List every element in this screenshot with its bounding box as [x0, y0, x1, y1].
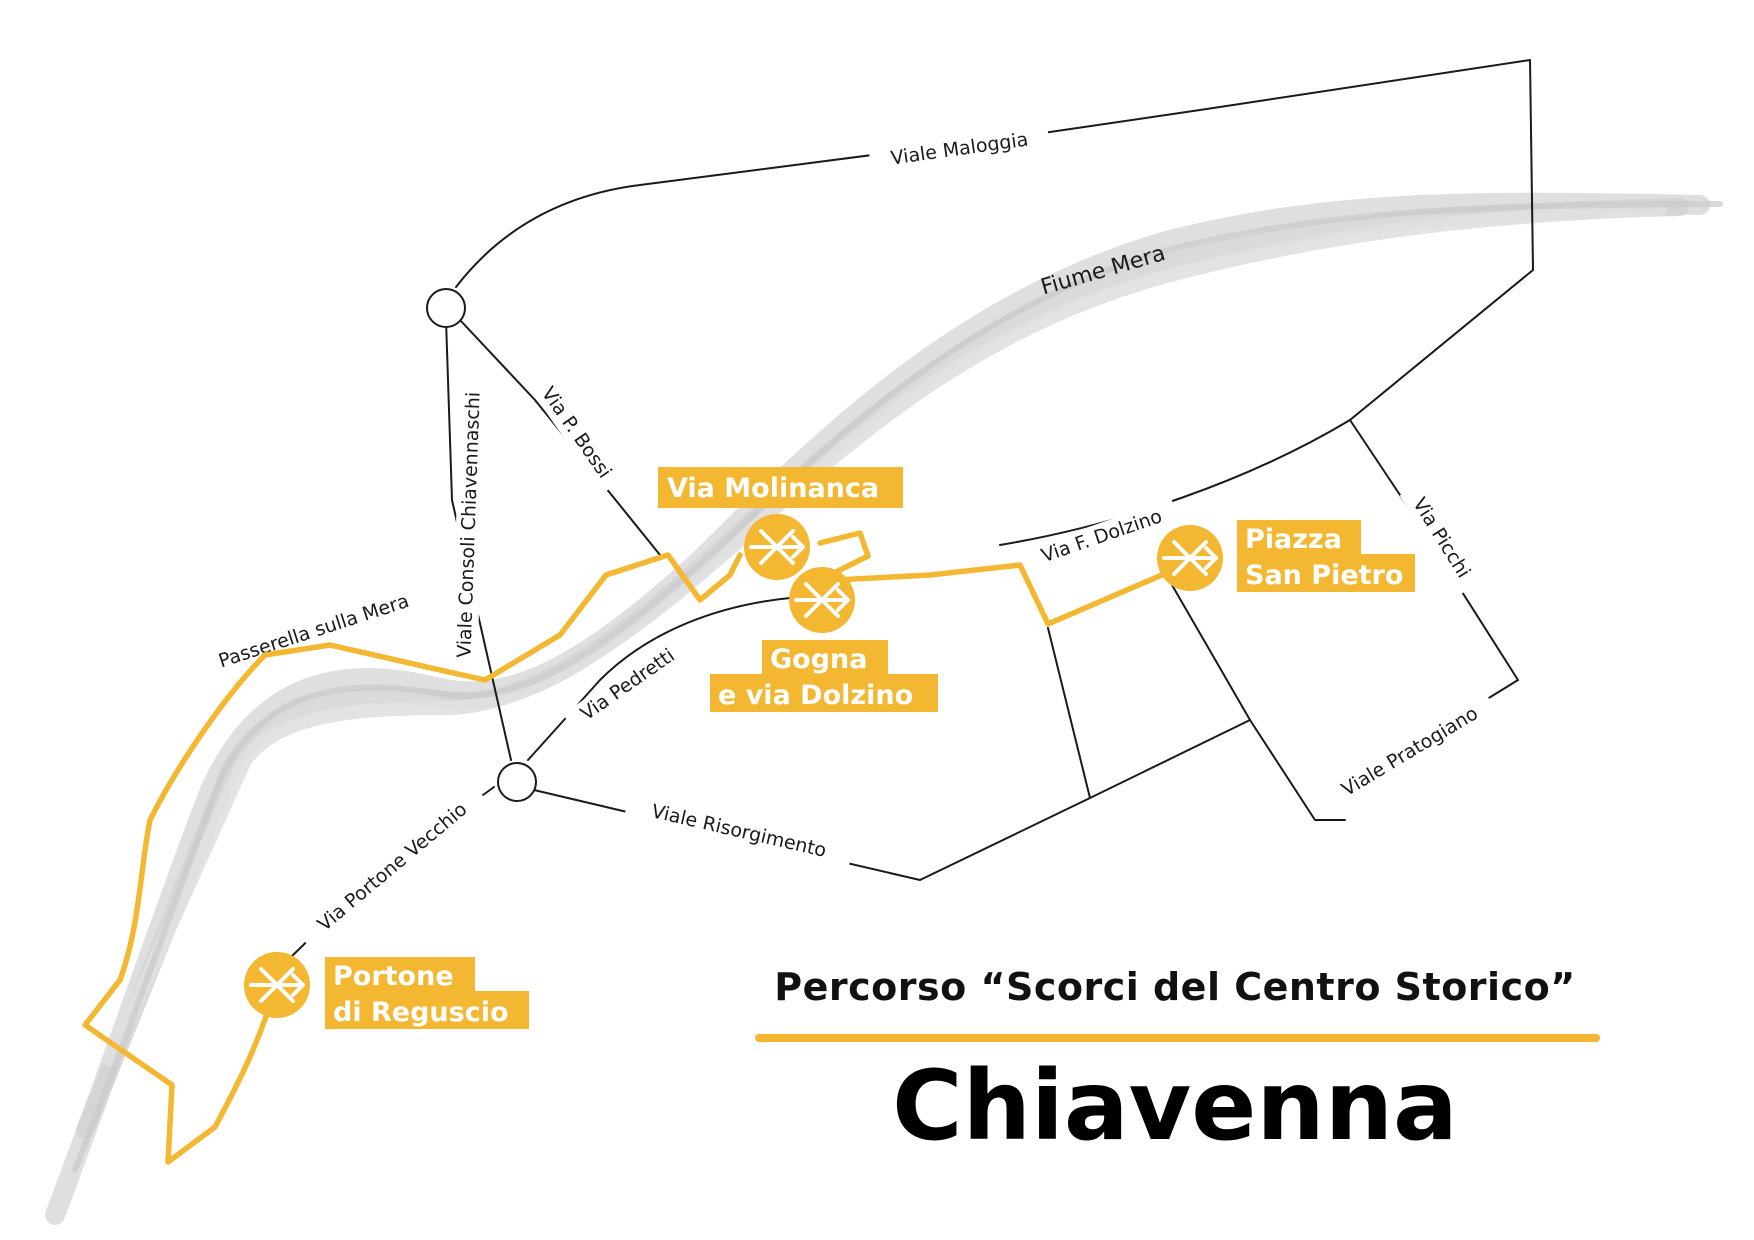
poi-marker-via-molinanca[interactable]	[744, 514, 810, 580]
label-passerella: Passerella sulla Mera	[216, 590, 412, 672]
junction-node-south	[497, 762, 537, 802]
tag-gogna-line2: e via Dolzino	[718, 680, 913, 711]
tag-portone-line2: di Reguscio	[333, 997, 509, 1028]
tag-portone-reguscio[interactable]: Portone di Reguscio	[325, 957, 529, 1029]
poi-marker-gogna[interactable]	[789, 567, 855, 633]
label-via-p-bossi: Via P. Bossi	[537, 383, 616, 482]
poi-marker-piazza-san-pietro[interactable]	[1157, 525, 1223, 591]
river-mera	[45, 192, 1723, 1225]
label-via-portone-vecchio: Via Portone Vecchio	[313, 798, 471, 935]
route-subtitle: Percorso “Scorci del Centro Storico”	[774, 965, 1576, 1009]
title-underline	[755, 1034, 1600, 1042]
tag-portone-line1: Portone	[333, 961, 454, 992]
tag-piazza-line1: Piazza	[1245, 524, 1342, 555]
via-p-bossi-street	[459, 319, 661, 556]
crossed-arrow-icon	[1162, 540, 1218, 576]
junction-node-north	[426, 288, 466, 328]
crossed-arrow-icon	[794, 582, 850, 618]
label-viale-consoli: Viale Consoli Chiavennaschi	[453, 391, 484, 658]
label-viale-pratogiano: Viale Pratogiano	[1338, 702, 1482, 801]
cross-street-b	[1171, 584, 1346, 821]
tag-via-molinanca-label: Via Molinanca	[667, 473, 879, 504]
tag-piazza-line2: San Pietro	[1245, 560, 1403, 591]
map-title: Chiavenna	[892, 1050, 1458, 1162]
tag-gogna-line1: Gogna	[770, 644, 867, 675]
tag-gogna[interactable]: Gogna e via Dolzino	[710, 640, 938, 712]
tag-piazza-san-pietro[interactable]: Piazza San Pietro	[1237, 520, 1415, 592]
route-molinanca-loop	[817, 530, 871, 578]
label-viale-maloggia: Viale Maloggia	[889, 129, 1029, 170]
poi-marker-portone-reguscio[interactable]	[244, 952, 310, 1018]
label-via-f-dolzino: Via F. Dolzino	[1039, 505, 1165, 567]
label-via-picchi: Via Picchi	[1408, 494, 1474, 582]
tag-via-molinanca[interactable]: Via Molinanca	[658, 467, 903, 508]
label-viale-risorgimento: Viale Risorgimento	[649, 800, 828, 862]
via-pedretti-street	[527, 597, 791, 761]
crossed-arrow-icon	[249, 967, 305, 1003]
cross-street-a	[1047, 627, 1091, 799]
crossed-arrow-icon	[749, 529, 805, 565]
viale-risorgimento-street	[533, 719, 1251, 881]
